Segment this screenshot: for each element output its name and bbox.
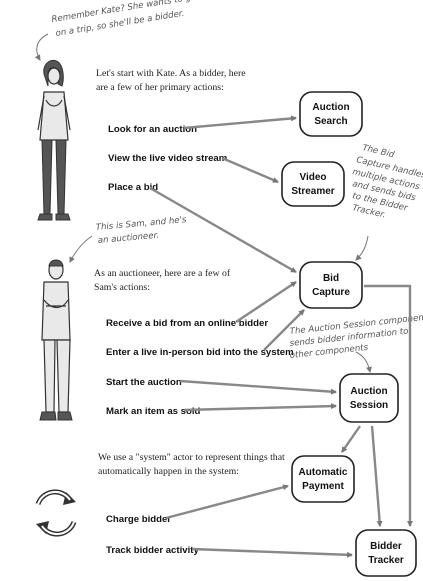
arrow-mark-sold-to-auction-session: [183, 403, 337, 412]
component-bidder-tracker: Bidder Tracker: [355, 529, 417, 577]
action-look-for-auction: Look for an auction: [108, 124, 197, 135]
auction-session-label-1: Auction: [350, 386, 387, 397]
kate-intro-line-1: Let's start with Kate. As a bidder, here: [96, 68, 246, 79]
arrow-online-bid-to-bid-capture: [235, 281, 297, 323]
sam-figure-icon: [39, 259, 73, 421]
arrow-bid-capture-to-bidder-tracker: [364, 284, 413, 527]
component-auction-search: Auction Search: [299, 91, 363, 137]
component-video-streamer: Video Streamer: [281, 161, 345, 207]
kate-note: Remember Kate? She wants to go on a trip…: [34, 0, 197, 61]
sam-intro-line-2: Sam's actions:: [94, 282, 150, 293]
bidder-tracker-label-2: Tracker: [368, 555, 404, 566]
arrow-auction-session-to-automatic-payment: [341, 425, 361, 453]
system-intro-line-1: We use a "system" actor to represent thi…: [98, 452, 285, 463]
auction-search-label-2: Search: [314, 116, 347, 127]
video-streamer-label-1: Video: [299, 172, 326, 183]
sam-intro-line-1: As an auctioneer, here are a few of: [94, 268, 231, 279]
arrow-track-activity-to-bidder-tracker: [191, 547, 353, 558]
component-auction-session: Auction Session: [339, 373, 399, 423]
kate-figure-icon: [37, 59, 71, 221]
sam-note-line-1: This is Sam, and he's: [95, 215, 187, 233]
arrow-auction-session-to-bidder-tracker: [370, 425, 383, 527]
bid-capture-note: The Bid Capture handles multiple actions…: [351, 143, 423, 261]
action-start-auction: Start the auction: [106, 377, 182, 388]
action-place-bid: Place a bid: [108, 182, 158, 193]
action-charge-bidder: Charge bidder: [106, 514, 171, 525]
action-enter-in-person-bid: Enter a live in-person bid into the syst…: [106, 347, 294, 358]
auction-session-note-pointer: [355, 351, 372, 373]
action-track-bidder-activity: Track bidder activity: [106, 545, 199, 556]
sam-note-line-2: an auctioneer.: [97, 231, 159, 246]
action-mark-item-sold: Mark an item as sold: [106, 406, 201, 417]
arrow-look-for-auction-to-auction-search: [183, 115, 297, 130]
auction-session-note: The Auction Session component sends bidd…: [289, 313, 423, 373]
bid-capture-note-pointer: [355, 235, 369, 261]
bid-capture-label-1: Bid: [323, 273, 339, 284]
arrow-view-video-to-video-streamer: [221, 156, 279, 184]
auction-search-label-1: Auction: [312, 102, 349, 113]
component-bid-capture: Bid Capture: [299, 261, 363, 309]
bid-capture-label-2: Capture: [312, 287, 350, 298]
arrow-start-auction-to-auction-session: [179, 379, 337, 395]
automatic-payment-label-1: Automatic: [299, 467, 348, 478]
arrow-charge-bidder-to-automatic-payment: [165, 484, 289, 520]
action-view-video-stream: View the live video stream: [108, 153, 227, 164]
recycle-arrows-icon: [35, 489, 77, 537]
sam-note: This is Sam, and he's an auctioneer.: [69, 215, 187, 263]
bidder-tracker-label-1: Bidder: [370, 541, 402, 552]
sam-note-pointer: [69, 235, 93, 263]
arrow-in-person-bid-to-bid-capture: [263, 309, 305, 351]
arrow-place-bid-to-bid-capture: [149, 186, 297, 274]
action-receive-online-bid: Receive a bid from an online bidder: [106, 318, 268, 329]
auction-session-label-2: Session: [350, 400, 388, 411]
system-intro-line-2: automatically happen in the system:: [98, 466, 239, 477]
component-automatic-payment: Automatic Payment: [291, 455, 355, 503]
video-streamer-label-2: Streamer: [291, 186, 334, 197]
kate-note-pointer: [34, 33, 49, 61]
kate-intro-line-2: are a few of her primary actions:: [96, 82, 224, 93]
automatic-payment-label-2: Payment: [302, 481, 344, 492]
